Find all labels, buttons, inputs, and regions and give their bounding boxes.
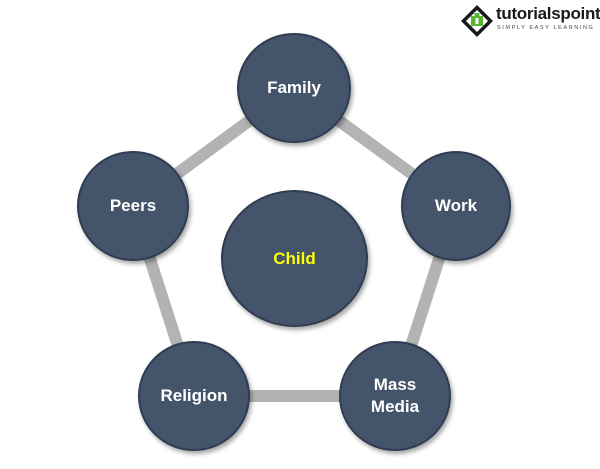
logo-tagline: SIMPLY EASY LEARNING (497, 25, 595, 31)
node-label: Peers (109, 196, 157, 215)
node-label: Mass Media (370, 375, 420, 416)
logo-icon (461, 5, 493, 37)
tutorialspoint-logo: tutorialspoint SIMPLY EASY LEARNING (460, 2, 600, 40)
node-work: Work (401, 151, 511, 261)
node-label: Work (434, 196, 478, 215)
node-mass-media: Mass Media (339, 341, 451, 451)
node-family: Family (237, 33, 351, 143)
node-religion: Religion (138, 341, 250, 451)
node-label: Religion (160, 386, 228, 405)
center-label: Child (273, 248, 316, 268)
node-child: Child (221, 190, 368, 327)
logo-wordmark: tutorialspoint (496, 4, 600, 23)
node-label: Family (267, 78, 321, 97)
node-peers: Peers (77, 151, 189, 261)
